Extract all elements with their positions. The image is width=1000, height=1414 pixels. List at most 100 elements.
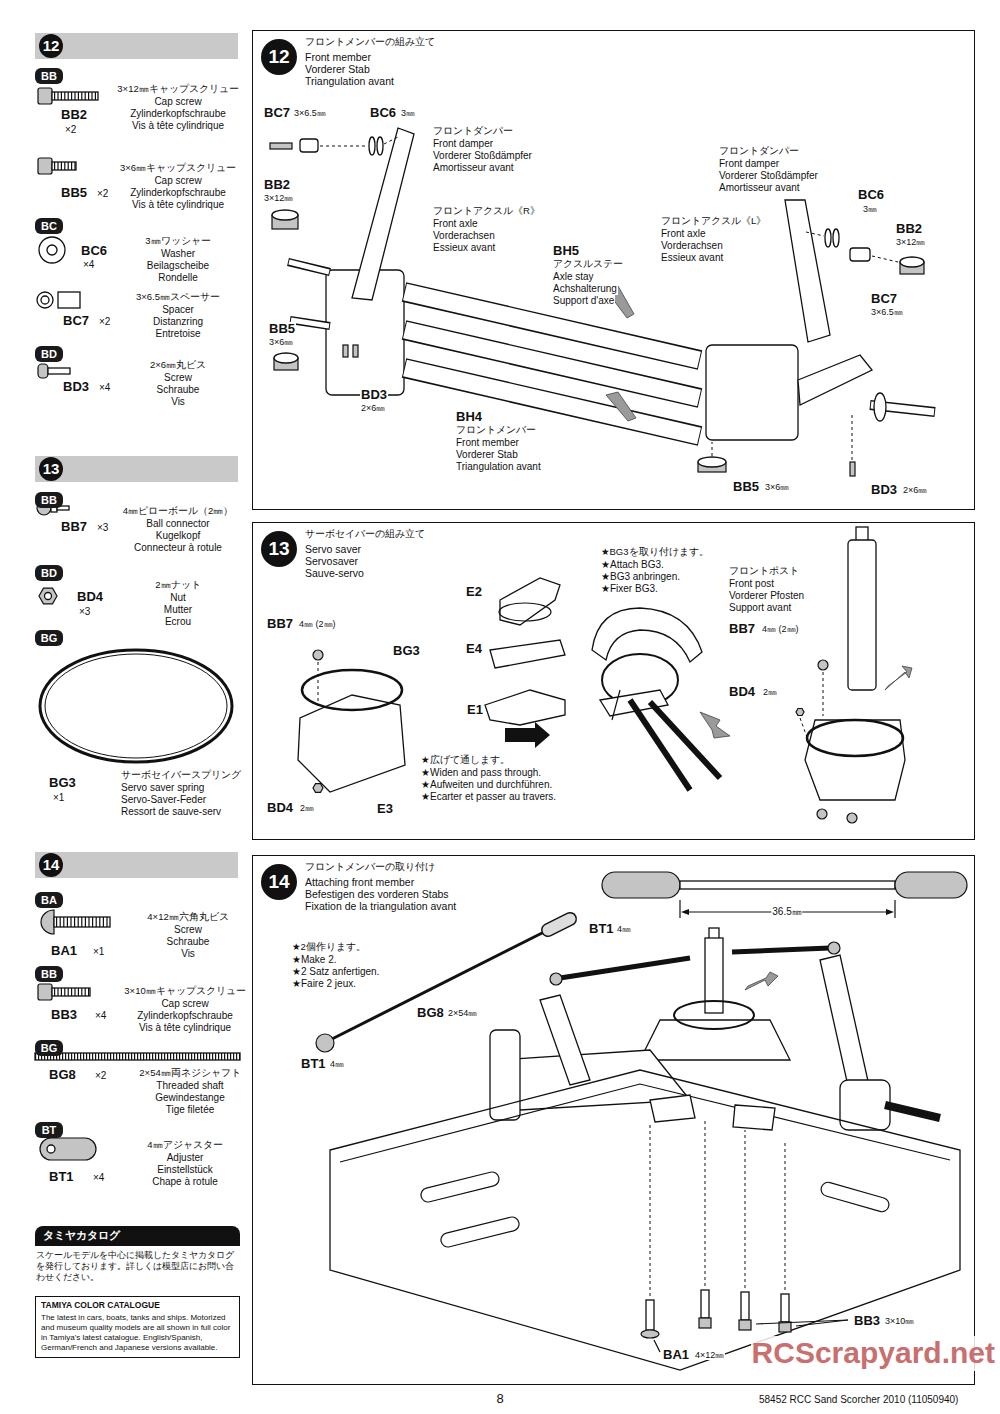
label-text: Vis bbox=[170, 396, 186, 408]
label-text: 2㎜ bbox=[299, 803, 315, 813]
label-text: Schraube bbox=[156, 384, 201, 396]
part-icons bbox=[54, 988, 90, 996]
label-text: Gewindestange bbox=[154, 1092, 226, 1104]
part-code: E3 bbox=[376, 802, 394, 817]
servo-saver-drawing bbox=[313, 784, 323, 793]
label-text: 3×10㎜キャップスクリュー bbox=[123, 986, 246, 997]
label-text: Support d'axe bbox=[552, 295, 615, 307]
label-text: Front post bbox=[728, 578, 775, 590]
servo-saver-drawing bbox=[500, 578, 560, 625]
front-member-drawing bbox=[353, 345, 358, 357]
label-text: Vorderachsen bbox=[660, 240, 724, 252]
node-text: Servosaver bbox=[305, 555, 358, 567]
label-text: Washer bbox=[160, 248, 196, 260]
label-text: Vorderer Stoßdämpfer bbox=[718, 170, 819, 182]
label-text: Rondelle bbox=[157, 272, 198, 284]
attach-member-drawing bbox=[756, 1320, 848, 1324]
part-icons bbox=[48, 368, 70, 374]
label-text: Zylinderkopfschraube bbox=[136, 1010, 234, 1022]
label-text: Front axle bbox=[432, 218, 478, 230]
part-code: BB7 bbox=[266, 617, 294, 632]
front-member-drawing bbox=[850, 462, 855, 476]
label-text: 2×6㎜ bbox=[360, 403, 386, 413]
part-code: BH5 bbox=[552, 244, 580, 259]
label-text: フロントダンパー bbox=[718, 146, 800, 157]
attach-member-drawing bbox=[646, 1300, 654, 1330]
label-text: 4㎜アジャスター bbox=[146, 1140, 223, 1151]
attach-member-drawing bbox=[820, 955, 870, 1095]
part-icons bbox=[45, 593, 52, 600]
attach-member-drawing bbox=[741, 1292, 749, 1320]
attach-member-drawing bbox=[699, 1318, 711, 1328]
label-text: 3×6㎜キャップスクリュー bbox=[119, 163, 237, 174]
label-text: 2㎜ bbox=[762, 687, 778, 697]
part-code: BG8 bbox=[48, 1068, 77, 1083]
attach-member-drawing bbox=[895, 872, 967, 898]
node-text: Front member bbox=[305, 51, 371, 63]
node-text: 13 bbox=[268, 538, 289, 560]
label-text: Vorderer Stoßdämpfer bbox=[432, 150, 533, 162]
part-icons bbox=[39, 588, 57, 604]
label-text: 3×6㎜ bbox=[268, 337, 294, 347]
part-code: BH4 bbox=[455, 410, 483, 425]
part-code: BD4 bbox=[266, 801, 294, 816]
part-code: BB2 bbox=[263, 178, 291, 193]
step-number: 14 bbox=[261, 864, 297, 900]
node-text: Befestigen des vorderen Stabs bbox=[305, 888, 449, 900]
label-text: ×4 bbox=[92, 1172, 105, 1184]
node-text: The latest in cars, boats, tanks and shi… bbox=[41, 1313, 234, 1353]
servo-saver-drawing bbox=[612, 690, 620, 720]
front-member-drawing bbox=[606, 392, 636, 421]
node-text: BD bbox=[41, 346, 57, 362]
label-text: ×2 bbox=[98, 316, 111, 328]
label-text: Connecteur à rotule bbox=[133, 542, 223, 554]
node-text: Sauve-servo bbox=[305, 567, 364, 579]
label-text: ×4 bbox=[82, 259, 95, 271]
part-code: BC6 bbox=[857, 188, 885, 203]
servo-saver-drawing bbox=[885, 666, 912, 690]
label-text: 58452 RCC Sand Scorcher 2010 (11050940) bbox=[758, 1394, 959, 1406]
node-text: BC bbox=[41, 218, 57, 234]
label-text: Cap screw bbox=[153, 96, 202, 108]
node-text: Vorderer Stab bbox=[305, 63, 370, 75]
node-text: Attaching front member bbox=[305, 876, 414, 888]
label-text: ×1 bbox=[52, 792, 65, 804]
attach-member-drawing bbox=[340, 1084, 950, 1162]
part-code: BG3 bbox=[392, 644, 421, 659]
part-code: BG8 bbox=[416, 1006, 445, 1021]
front-member-drawing bbox=[806, 232, 824, 236]
node-text: BG bbox=[41, 630, 58, 646]
label-text: 3㎜ bbox=[400, 108, 416, 118]
label-text: Vis à tête cylindrique bbox=[131, 120, 225, 132]
servo-saver-drawing bbox=[796, 709, 804, 716]
node-text: BA bbox=[41, 892, 57, 908]
label-text: ×4 bbox=[98, 382, 111, 394]
label-text: Ecrou bbox=[164, 616, 192, 628]
attach-member-drawing bbox=[316, 872, 967, 1370]
front-member-drawing bbox=[289, 262, 329, 272]
label-text: Vorderachsen bbox=[432, 230, 496, 242]
label-text: Threaded shaft bbox=[155, 1080, 224, 1092]
node-text: 13 bbox=[39, 457, 63, 481]
front-member-drawing bbox=[288, 262, 330, 272]
front-member-drawing bbox=[712, 442, 713, 456]
attach-member-drawing bbox=[316, 1034, 334, 1052]
label-text: Kugelkopf bbox=[155, 530, 201, 542]
part-icons bbox=[37, 292, 53, 308]
label-text: Front damper bbox=[718, 158, 780, 170]
part-bag-badge: BC bbox=[35, 218, 63, 234]
part-icons bbox=[38, 158, 52, 174]
attach-member-drawing bbox=[674, 1001, 754, 1029]
attach-member-drawing bbox=[894, 900, 895, 918]
part-code: BC7 bbox=[263, 106, 291, 121]
label-text: Front axle bbox=[660, 228, 706, 240]
label-text: ★BG3 anbringen. bbox=[600, 571, 681, 583]
label-text: Axle stay bbox=[552, 271, 595, 283]
part-bag-badge: BD bbox=[35, 565, 63, 581]
label-text: 3×10㎜ bbox=[884, 1316, 915, 1326]
step-band: 12 bbox=[35, 33, 238, 59]
label-text: フロントポスト bbox=[728, 566, 800, 577]
attach-member-drawing bbox=[705, 1120, 706, 1286]
part-icons bbox=[52, 162, 76, 170]
front-member-drawing bbox=[377, 137, 383, 155]
